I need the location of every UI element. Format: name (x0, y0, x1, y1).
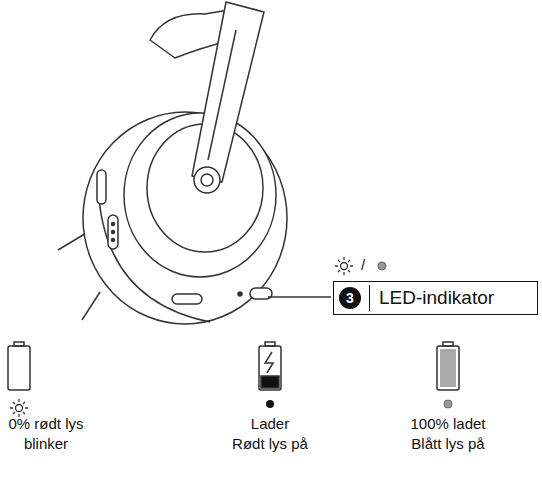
battery-charging (259, 342, 281, 390)
cable-line (82, 292, 100, 320)
button-dot (112, 239, 115, 242)
blink-symbol (335, 257, 353, 275)
separator-text: / (356, 255, 370, 275)
leader-line (268, 296, 331, 298)
callout-number: 3 (339, 287, 361, 309)
state-caption: Lader (220, 414, 320, 434)
state-caption: Blått lys på (388, 434, 508, 454)
button-dot (112, 223, 115, 226)
led (238, 292, 242, 296)
state-caption: 0% rødt lys blinker (0, 414, 92, 454)
state-caption: 100% ladet (393, 414, 503, 434)
slider-groove (208, 30, 236, 160)
hinge (201, 174, 213, 186)
ear-cup (83, 112, 287, 324)
blink-symbol (10, 399, 28, 417)
blue-dot-symbol (444, 400, 452, 408)
button (97, 170, 106, 204)
battery-empty (8, 342, 30, 390)
button-dot (112, 231, 115, 234)
red-dot-symbol (266, 400, 274, 408)
battery-full (437, 342, 459, 390)
state-caption: Rødt lys på (210, 434, 330, 454)
button (108, 215, 118, 249)
usb-c-port (172, 294, 202, 304)
headband-slider (192, 2, 264, 182)
part-name: LED-indikator (369, 285, 494, 311)
callout-box: 3 LED-indikator (333, 281, 538, 315)
blue-dot-symbol (378, 262, 386, 270)
hinge (194, 167, 220, 193)
